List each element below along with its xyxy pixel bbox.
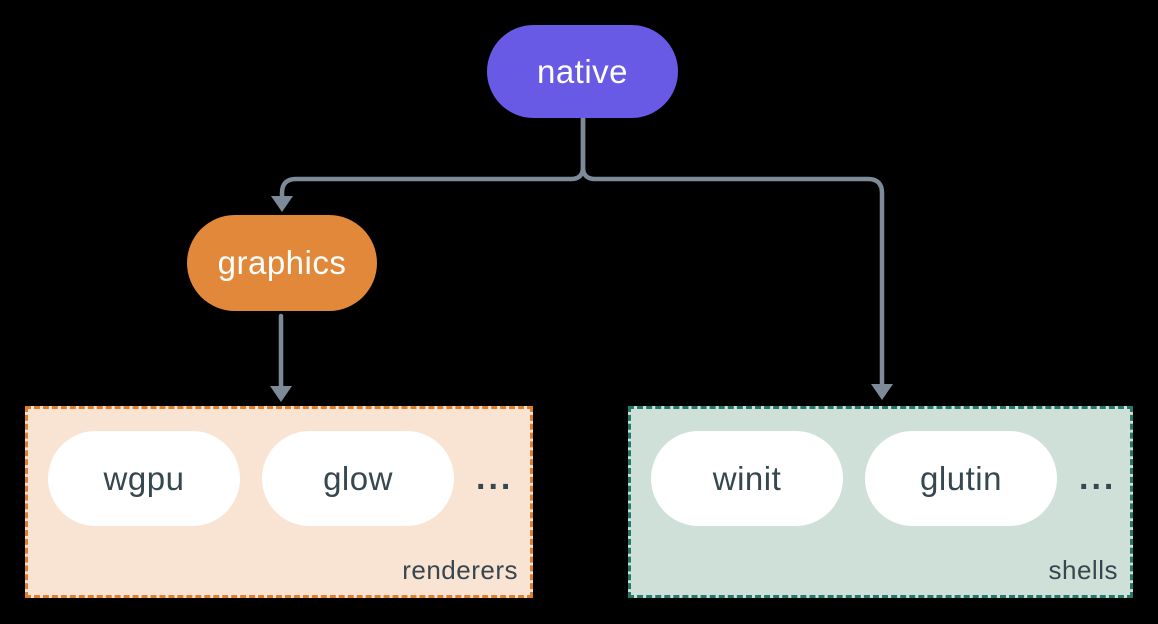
node-wgpu: wgpu bbox=[48, 431, 240, 526]
group-label-shells: shells bbox=[1048, 555, 1118, 585]
node-graphics: graphics bbox=[187, 215, 377, 311]
node-glow: glow bbox=[262, 431, 454, 526]
shells-row: winit glutin ... bbox=[631, 409, 1130, 526]
group-renderers: wgpu glow ... renderers bbox=[25, 406, 533, 598]
node-native: native bbox=[487, 25, 678, 118]
connector-native-shells bbox=[580, 115, 885, 388]
connector-native-graphics bbox=[279, 115, 586, 199]
arrowhead-to-shells-icon bbox=[871, 384, 893, 400]
group-shells: winit glutin ... shells bbox=[628, 406, 1133, 598]
renderers-row: wgpu glow ... bbox=[28, 409, 530, 526]
group-label-renderers: renderers bbox=[402, 555, 518, 585]
arrowhead-to-graphics-icon bbox=[271, 196, 293, 212]
renderers-ellipsis: ... bbox=[476, 459, 514, 497]
shells-ellipsis: ... bbox=[1079, 459, 1117, 497]
node-winit: winit bbox=[651, 431, 843, 526]
arrowhead-to-renderers-icon bbox=[270, 386, 292, 402]
node-glutin: glutin bbox=[865, 431, 1057, 526]
